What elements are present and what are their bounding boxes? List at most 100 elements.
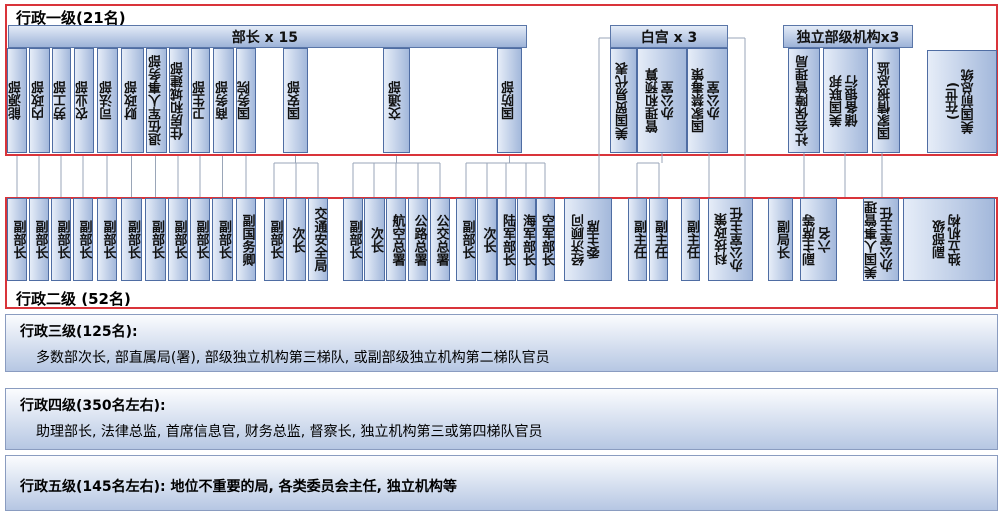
whitehouse-box: 美国贸易代表: [610, 48, 637, 153]
level1-frame: [5, 4, 998, 156]
ministry-box: 交通部: [383, 48, 410, 153]
level2-box: 公交总署: [430, 198, 450, 281]
level2-box-label: 副部长: [124, 220, 140, 259]
level2-box: 副主任: [649, 198, 668, 281]
level1-title: 行政一级(21名): [16, 9, 126, 27]
level2-box-label: 副部长: [100, 220, 116, 259]
level2-box: 副部长: [264, 198, 284, 281]
independent-agency-box-label: 美国联邦 储备银行: [829, 74, 861, 127]
level2-box-label: 副部长: [32, 220, 48, 259]
level2-box: 副部长: [190, 198, 210, 281]
former-president-box: (在世) 美国前总统: [927, 50, 997, 153]
level2-box: 次长: [286, 198, 306, 281]
level2-box: 副部长: [97, 198, 117, 281]
level2-box: 副局长: [768, 198, 793, 281]
level4-panel: 行政四级(350名左右): 助理部长, 法律总监, 首席信息官, 财务总监, 督…: [5, 388, 998, 450]
level2-box-label: 公路总署: [411, 213, 427, 266]
level2-box-label: 公交总署: [433, 213, 449, 266]
level2-box-label: 海军部长: [519, 213, 535, 266]
ministry-box: 国务院: [236, 48, 256, 153]
level4-desc: 助理部长, 法律总监, 首席信息官, 财务总监, 督察长, 独立机构第三或第四梯…: [36, 424, 543, 440]
level2-box-label: 科技政策 办公室主任: [714, 207, 746, 272]
ministry-box-label: 司法部: [99, 81, 115, 120]
level5-title: 行政五级(145名左右): 地位不重要的局, 各类委员会主任, 独立机构等: [20, 479, 457, 495]
level2-box: 副部长: [73, 198, 93, 281]
independent-bar: 独立部级机构x3: [783, 25, 913, 48]
level2-box: 交通安全局: [308, 198, 328, 281]
level2-box-label: 副部长: [54, 220, 70, 259]
ministry-box-label: 内政部: [31, 81, 47, 120]
level2-box: 空军部长: [536, 198, 555, 281]
ministry-box-label: 财政部: [124, 81, 140, 120]
level2-box-label: 经济顾问 委主席: [572, 213, 603, 266]
ministers-bar-label: 部长 x 15: [231, 29, 298, 46]
level2-box-label: 副部长: [459, 220, 475, 259]
ministry-box-label: 国务院: [238, 81, 254, 120]
ministry-box-label: 国防部: [501, 81, 517, 120]
level2-box: 副国务卿: [236, 198, 256, 281]
ministry-box: 劳工部: [52, 48, 71, 153]
ministry-box: 国防部: [497, 48, 522, 153]
whitehouse-box: 管理和预算 办公室: [637, 48, 687, 153]
level3-panel: 行政三级(125名): 多数部次长, 部直属局(署), 部级独立机构第三梯队, …: [5, 314, 998, 372]
level2-box: 副部长: [7, 198, 27, 281]
level2-box: 副部长: [212, 198, 233, 281]
ministry-box-label: 住房和城建部: [171, 61, 187, 140]
ministry-box-label: 商务部: [215, 81, 231, 120]
level2-box-label: 副部长: [346, 220, 362, 259]
ministry-box: 财政部: [121, 48, 144, 153]
level2-box: 科技政策 办公室主任: [708, 198, 753, 281]
level2-box-label: 副主任: [630, 220, 646, 259]
independent-bar-label: 独立部级机构x3: [796, 29, 900, 46]
ministry-box: 司法部: [97, 48, 118, 153]
whitehouse-bar-label: 白宫 x 3: [640, 29, 698, 46]
level2-box: 副部长: [145, 198, 166, 281]
level4-title: 行政四级(350名左右):: [20, 398, 166, 414]
ministry-box-label: 交通部: [388, 81, 404, 120]
level2-box: 海军部长: [517, 198, 536, 281]
level5-panel: 行政五级(145名左右): 地位不重要的局, 各类委员会主任, 独立机构等: [5, 455, 998, 511]
independent-agency-box: 美国联邦 储备银行: [823, 48, 868, 153]
level2-box-label: 空军部长: [538, 213, 554, 266]
whitehouse-bar: 白宫 x 3: [610, 25, 728, 48]
ministry-box: 卫生部: [191, 48, 210, 153]
ministry-box-label: 卫生部: [192, 81, 208, 120]
level2-box-label: 次长: [480, 226, 496, 253]
level2-box-label: 美国人事管理 办公室主任: [865, 200, 896, 279]
whitehouse-box: 国家禁毒策 办公室: [687, 48, 728, 153]
level2-box-label: 副主席等 六名: [802, 213, 834, 266]
level3-desc: 多数部次长, 部直属局(署), 部级独立机构第三梯队, 或副部级独立机构第二梯队…: [36, 350, 550, 366]
level2-box: 副主席等 六名: [800, 198, 837, 281]
level3-title: 行政三级(125名):: [20, 324, 138, 340]
ministry-box: 住房和城建部: [169, 48, 189, 153]
level2-box-label: 副主任: [651, 220, 667, 259]
level2-box: 副部长: [456, 198, 476, 281]
level2-box: 公路总署: [408, 198, 428, 281]
level2-box: 副部长: [121, 198, 142, 281]
ministry-box-label: 农业部: [76, 81, 92, 120]
ministry-box: 农业部: [74, 48, 94, 153]
level2-box-label: 航空总署: [389, 213, 405, 266]
ministry-box: 内政部: [29, 48, 50, 153]
level2-title: 行政二级 (52名): [16, 290, 131, 308]
level2-box: 航空总署: [386, 198, 406, 281]
level2-box: 次长: [364, 198, 385, 281]
level2-box-label: 副部长: [76, 220, 92, 259]
ministry-box-label: 劳工部: [53, 81, 69, 120]
level2-box-label: 副部长: [193, 220, 209, 259]
level2-box: 副部长: [168, 198, 188, 281]
level2-box-label: 副部级 独立机构: [933, 213, 964, 266]
level2-box-label: 副部长: [148, 220, 164, 259]
former-president-box-label: (在世) 美国前总统: [946, 69, 977, 134]
level2-box-label: 陆军部长: [499, 213, 515, 266]
level2-box-label: 副部长: [171, 220, 187, 259]
independent-agency-box-label: 社会保障管理局: [796, 55, 812, 146]
level2-box-label: 副主任: [683, 220, 699, 259]
level2-box-label: 次长: [367, 226, 383, 253]
ministry-box: 国安部: [283, 48, 308, 153]
independent-agency-box: 社会保障管理局: [788, 48, 820, 153]
level2-box-label: 交通安全局: [311, 207, 327, 272]
level2-box: 次长: [477, 198, 497, 281]
level2-box-label: 次长: [289, 226, 305, 253]
